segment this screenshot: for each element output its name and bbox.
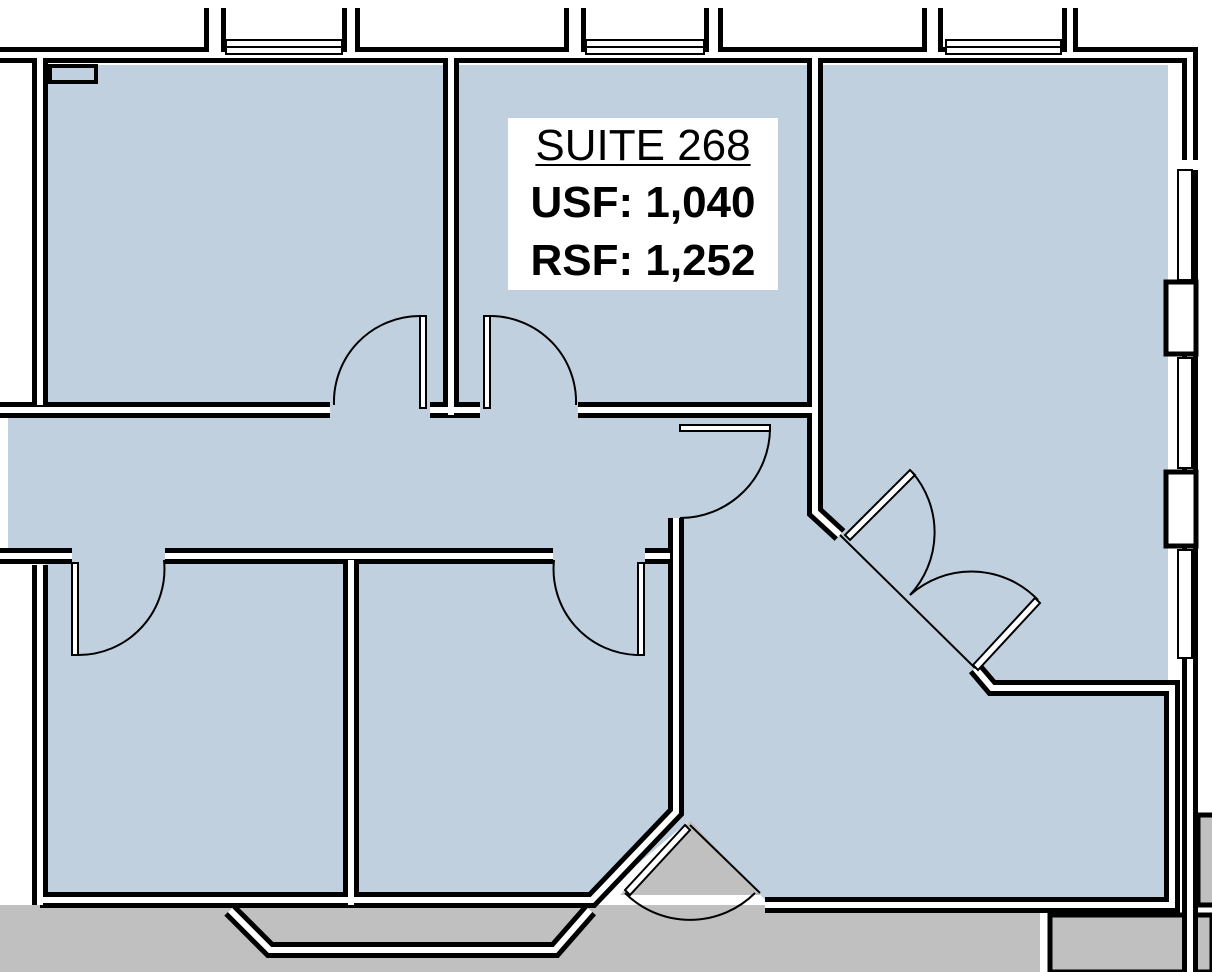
rentable-square-feet: RSF: 1,252 xyxy=(530,236,756,285)
windows xyxy=(225,39,1199,659)
suite-name: SUITE 268 xyxy=(535,121,751,170)
usable-square-feet: USF: 1,040 xyxy=(530,178,756,227)
common-corridor xyxy=(0,905,1040,972)
doors xyxy=(71,315,1042,921)
entry-vestibule xyxy=(620,820,765,895)
suite-area xyxy=(8,65,1168,900)
suite-label: SUITE 268 USF: 1,040 RSF: 1,252 xyxy=(508,118,778,290)
column xyxy=(1195,812,1212,908)
